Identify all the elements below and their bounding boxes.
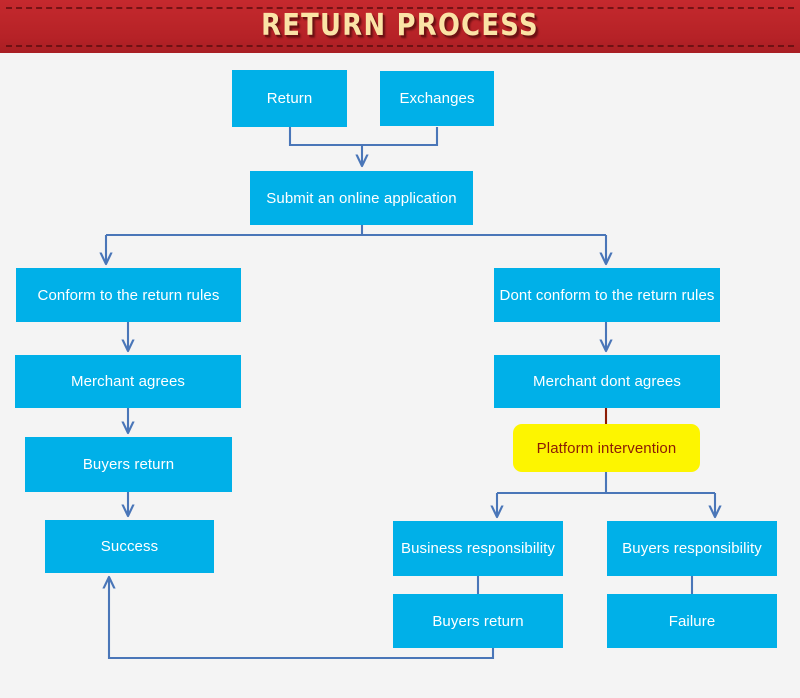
node-label: Failure bbox=[668, 612, 716, 630]
edge-submit-split-bar bbox=[106, 225, 606, 237]
node-return[interactable]: Return bbox=[232, 70, 347, 127]
page-title: RETURN PROCESS bbox=[261, 8, 539, 43]
node-submit-online-application[interactable]: Submit an online application bbox=[250, 171, 473, 225]
node-conform-to-return-rules[interactable]: Conform to the return rules bbox=[16, 268, 241, 322]
node-label: Buyers responsibility bbox=[622, 540, 762, 557]
edge-return-exchanges-merge bbox=[288, 127, 439, 147]
node-label: Buyers return bbox=[432, 612, 524, 630]
node-buyers-responsibility[interactable]: Buyers responsibility bbox=[607, 521, 777, 576]
node-label: Buyers return bbox=[82, 456, 175, 473]
edge-feedback-to-success bbox=[109, 578, 495, 660]
node-business-responsibility[interactable]: Business responsibility bbox=[393, 521, 563, 576]
node-buyers-return-right[interactable]: Buyers return bbox=[393, 594, 563, 648]
node-label: Exchanges bbox=[399, 90, 475, 107]
node-failure[interactable]: Failure bbox=[607, 594, 777, 648]
node-label: Platform intervention bbox=[536, 439, 677, 457]
node-buyers-return-left[interactable]: Buyers return bbox=[25, 437, 232, 492]
node-dont-conform-to-return-rules[interactable]: Dont conform to the return rules bbox=[494, 268, 720, 322]
node-merchant-dont-agrees[interactable]: Merchant dont agrees bbox=[494, 355, 720, 408]
node-merchant-agrees[interactable]: Merchant agrees bbox=[15, 355, 241, 408]
node-label: Submit an online application bbox=[266, 189, 457, 207]
node-label: Return bbox=[266, 90, 313, 107]
node-exchanges[interactable]: Exchanges bbox=[380, 71, 494, 126]
node-label: Conform to the return rules bbox=[37, 286, 220, 304]
header-banner: RETURN PROCESS bbox=[0, 0, 800, 53]
connector-lines bbox=[0, 127, 800, 660]
node-label: Business responsibility bbox=[400, 540, 556, 557]
node-label: Dont conform to the return rules bbox=[499, 286, 715, 304]
flowchart-canvas: Return Exchanges Submit an online applic… bbox=[0, 53, 800, 698]
node-platform-intervention[interactable]: Platform intervention bbox=[513, 424, 700, 472]
edge-platform-split-bar bbox=[497, 472, 715, 495]
node-label: Merchant dont agrees bbox=[533, 373, 681, 390]
node-success[interactable]: Success bbox=[45, 520, 214, 573]
node-label: Success bbox=[100, 538, 159, 555]
node-label: Merchant agrees bbox=[70, 373, 186, 390]
